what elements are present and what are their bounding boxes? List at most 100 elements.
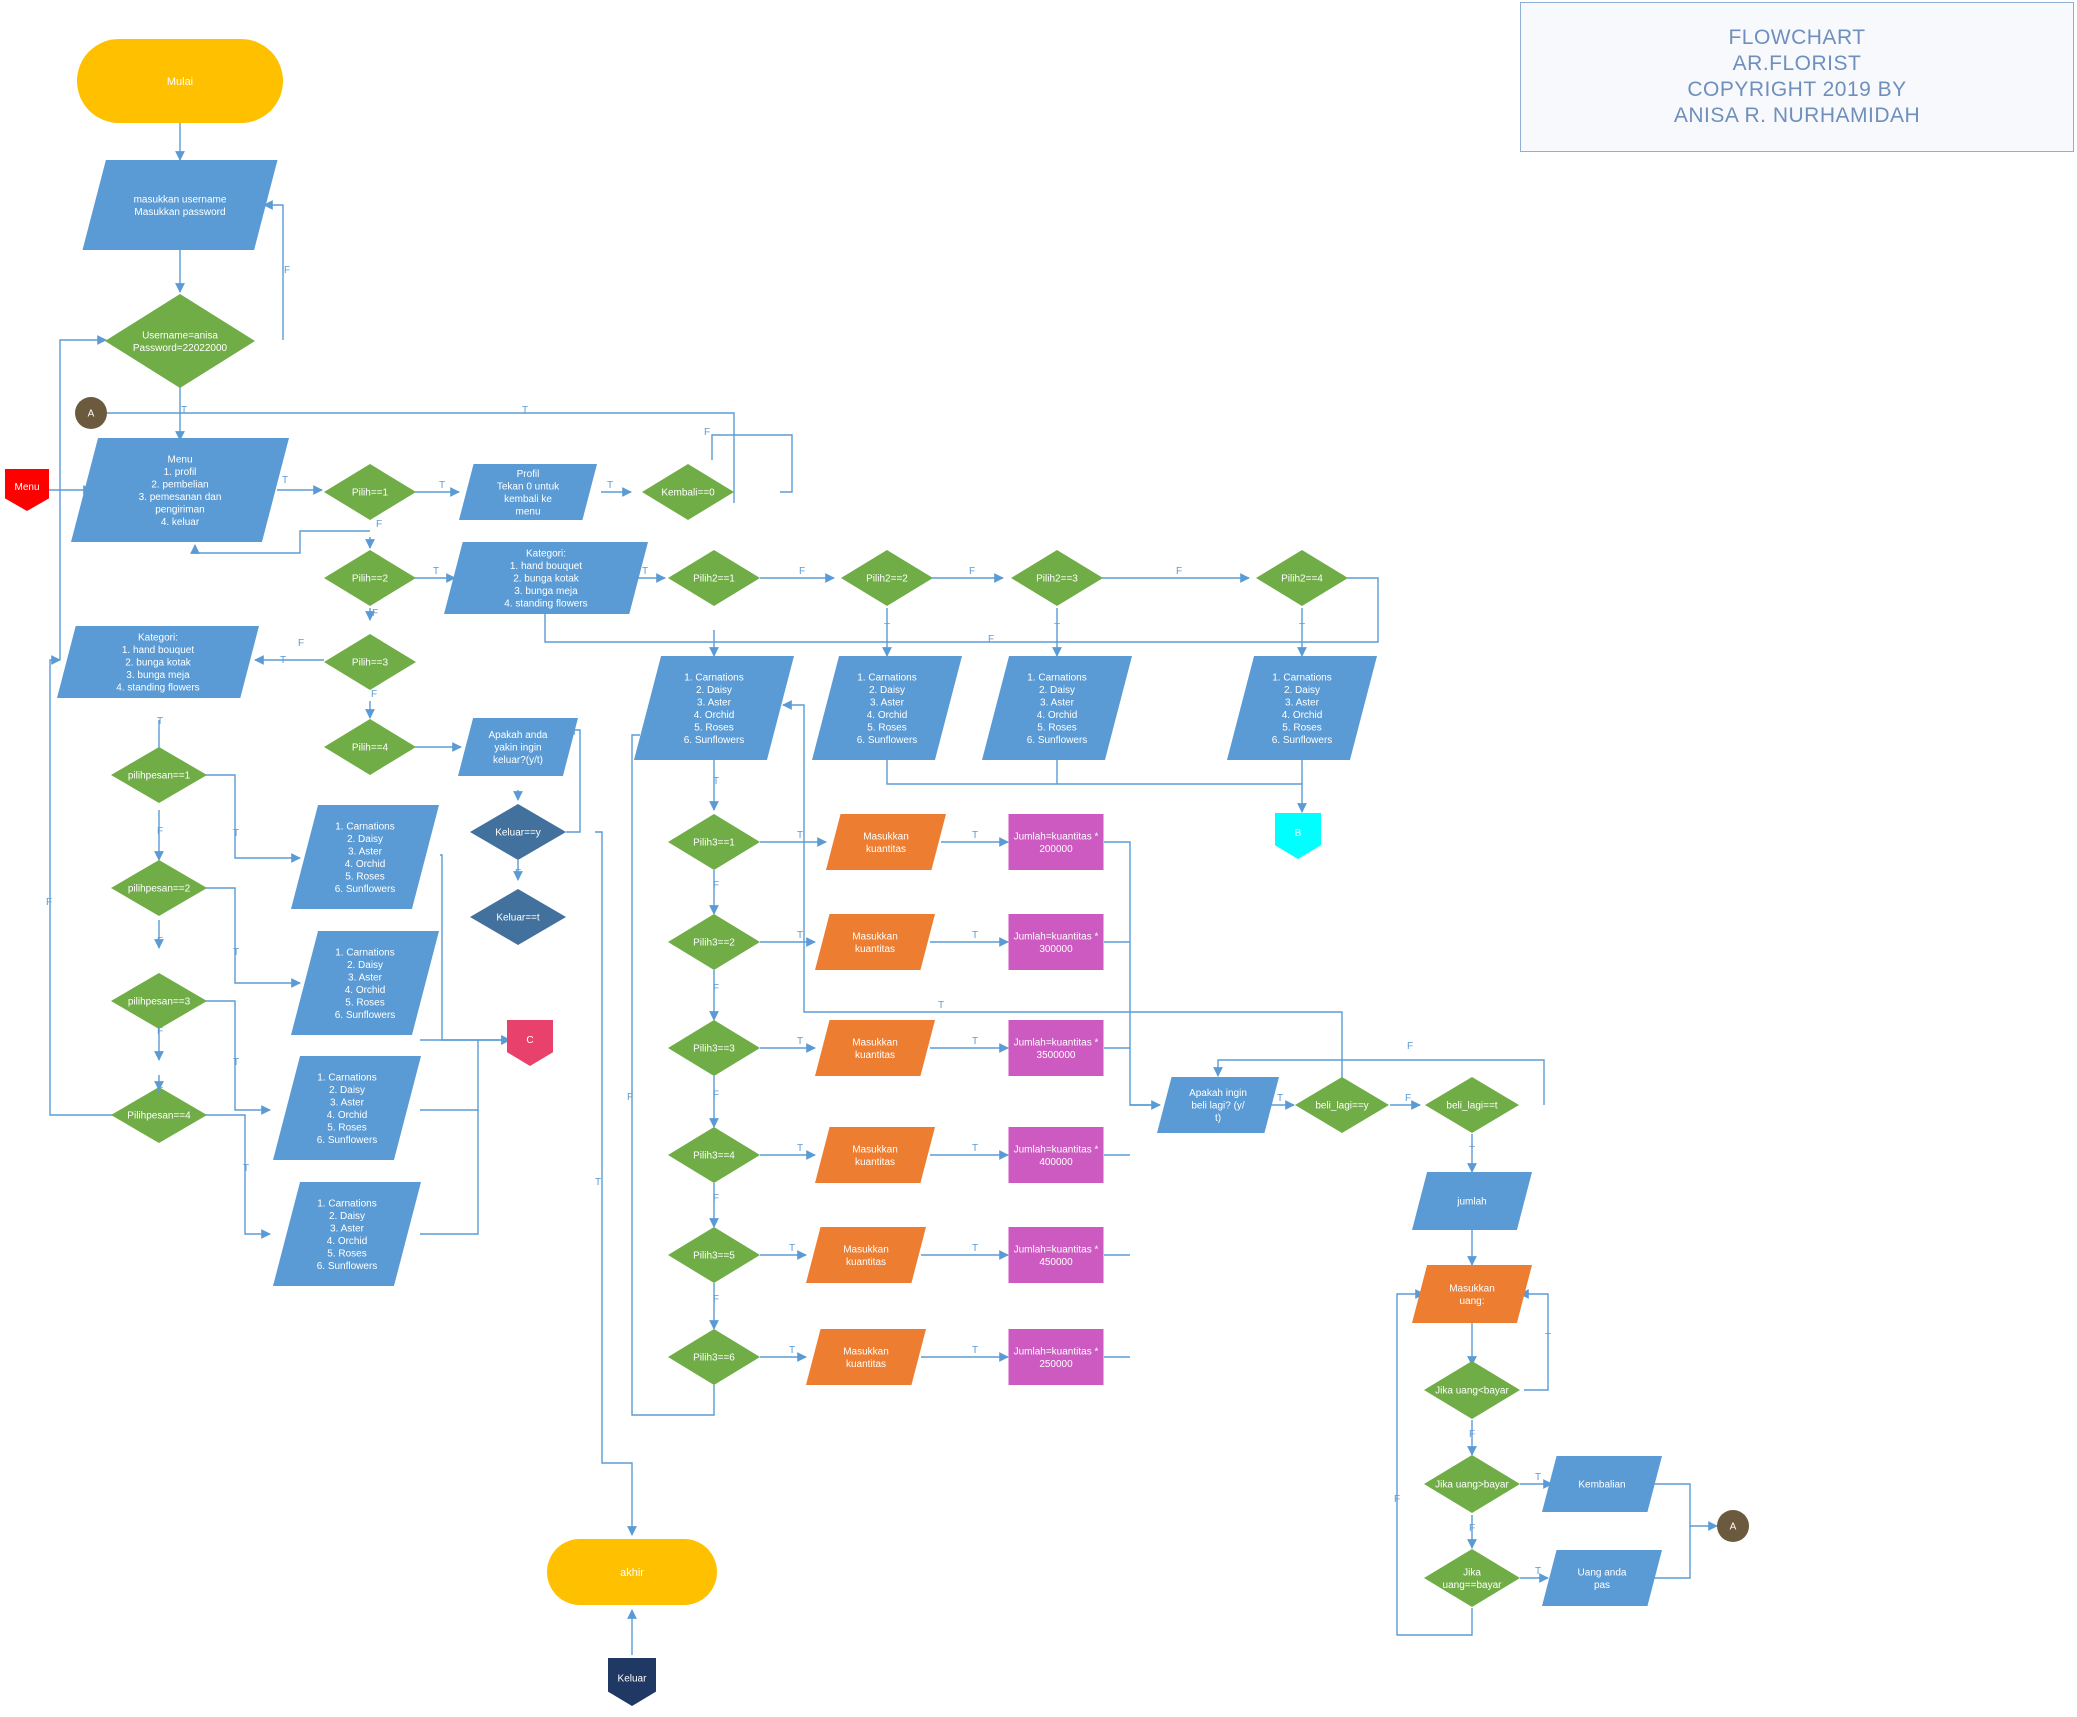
pilih3-decision xyxy=(324,634,416,690)
edge-label: T xyxy=(233,828,239,839)
edge-label: F xyxy=(376,519,382,530)
edge-2 xyxy=(263,200,284,340)
jumlah-process-1-label: Jumlah=kuantitas *200000 xyxy=(1014,831,1099,855)
edge-label: T xyxy=(1277,1093,1283,1104)
pilih2-1-decision-label: Pilih2==1 xyxy=(693,574,735,585)
jumlah-process-3 xyxy=(1008,1020,1104,1076)
kembalian-output-label: Kembalian xyxy=(1578,1480,1625,1491)
edge-label: T xyxy=(938,1000,944,1011)
keluar-t-decision-label: Keluar==t xyxy=(496,913,540,924)
pilih2-2-decision xyxy=(841,550,933,606)
offpage-b xyxy=(1275,813,1321,859)
edge-18 xyxy=(190,530,370,554)
jumlah-process-4 xyxy=(1008,1127,1104,1183)
masukkan-kuantitas-5 xyxy=(806,1227,926,1283)
edge-4 xyxy=(103,412,735,503)
edge-36 xyxy=(440,854,511,1045)
edge-label: T xyxy=(789,1345,795,1356)
edge-81 xyxy=(1519,1289,1549,1391)
edge-label: F xyxy=(46,897,52,908)
offpage-menu xyxy=(5,469,49,511)
pilih3-1-decision xyxy=(668,814,760,870)
pilih2-4-decision xyxy=(1256,550,1348,606)
kembali-decision xyxy=(642,464,734,520)
flowers-list-4 xyxy=(1227,656,1377,760)
edge-39 xyxy=(420,1110,479,1235)
connector-a-right xyxy=(1717,1510,1749,1542)
edge-label: T xyxy=(797,830,803,841)
masukkan-kuantitas-3 xyxy=(815,1020,935,1076)
title-box: FLOWCHART AR.FLORIST COPYRIGHT 2019 BY A… xyxy=(1520,2,2074,152)
uang-lebih-decision-label: Jika uang>bayar xyxy=(1435,1480,1509,1491)
uang-pas-output xyxy=(1542,1550,1662,1606)
offpage-c-label: C xyxy=(526,1035,533,1046)
jumlah-process-1 xyxy=(1008,814,1104,870)
pilih2-3-decision xyxy=(1011,550,1103,606)
edge-label: T xyxy=(797,1036,803,1047)
pilih2-1-decision xyxy=(668,550,760,606)
keluar-confirm-input xyxy=(458,718,578,776)
jumlah-process-2-label: Jumlah=kuantitas *300000 xyxy=(1014,931,1099,955)
pilih3-5-decision xyxy=(668,1227,760,1283)
edge-label: F xyxy=(284,265,290,276)
kembalian-output xyxy=(1542,1456,1662,1512)
pilih3-decision-label: Pilih==3 xyxy=(352,658,389,669)
edge-label: F xyxy=(298,638,304,649)
edge-label: T xyxy=(713,776,719,787)
jumlah-process-6-label: Jumlah=kuantitas *250000 xyxy=(1014,1346,1099,1370)
edge-label: F xyxy=(713,1294,719,1305)
pilih3-3-decision xyxy=(668,1020,760,1076)
edge-label: T xyxy=(522,405,528,416)
edge-label: F xyxy=(157,826,163,837)
akhir-terminal xyxy=(547,1539,717,1605)
edge-label: F xyxy=(713,1090,719,1101)
jumlah-process-5-label: Jumlah=kuantitas *450000 xyxy=(1014,1244,1099,1268)
connector-a-right-label: A xyxy=(1730,1522,1737,1533)
edge-label: T xyxy=(181,405,187,416)
edge-label: F xyxy=(157,1086,163,1097)
flowers-list-2 xyxy=(812,656,962,760)
edge-label: F xyxy=(1469,1523,1475,1534)
pilih2-3-decision-label: Pilih2==3 xyxy=(1036,574,1078,585)
edge-label: F xyxy=(969,566,975,577)
edge-label: T xyxy=(280,655,286,666)
pilih4-decision-label: Pilih==4 xyxy=(352,743,389,754)
pilih2-2-decision-label: Pilih2==2 xyxy=(866,574,908,585)
edge-label: T xyxy=(157,716,163,727)
edge-label: T xyxy=(884,622,890,633)
edge-45 xyxy=(886,760,1307,813)
edge-label: F xyxy=(713,983,719,994)
offpage-menu-label: Menu xyxy=(14,482,39,493)
beli-lagi-t-decision-label: beli_lagi==t xyxy=(1446,1101,1497,1112)
login-input xyxy=(82,160,278,250)
jumlah-process-3-label: Jumlah=kuantitas *3500000 xyxy=(1014,1037,1099,1061)
pilihpesan-3-decision-label: pilihpesan==3 xyxy=(128,997,191,1008)
edge-9 xyxy=(711,434,793,493)
kembali-decision-label: Kembali==0 xyxy=(661,488,715,499)
flowers-list-main xyxy=(634,656,794,760)
edge-67 xyxy=(1104,841,1156,1106)
kategori-input-top xyxy=(444,542,648,614)
edge-86 xyxy=(1396,1289,1473,1636)
flowers-list-pesan-4 xyxy=(273,1182,421,1286)
flowers-list-pesan-3 xyxy=(273,1056,421,1160)
edge-77 xyxy=(782,700,1343,1080)
pilihpesan-1-decision-label: pilihpesan==1 xyxy=(128,771,191,782)
akhir-terminal-label: akhir xyxy=(620,1567,644,1579)
edge-label: F xyxy=(713,880,719,891)
uang-kurang-decision-label: Jika uang<bayar xyxy=(1435,1386,1509,1397)
